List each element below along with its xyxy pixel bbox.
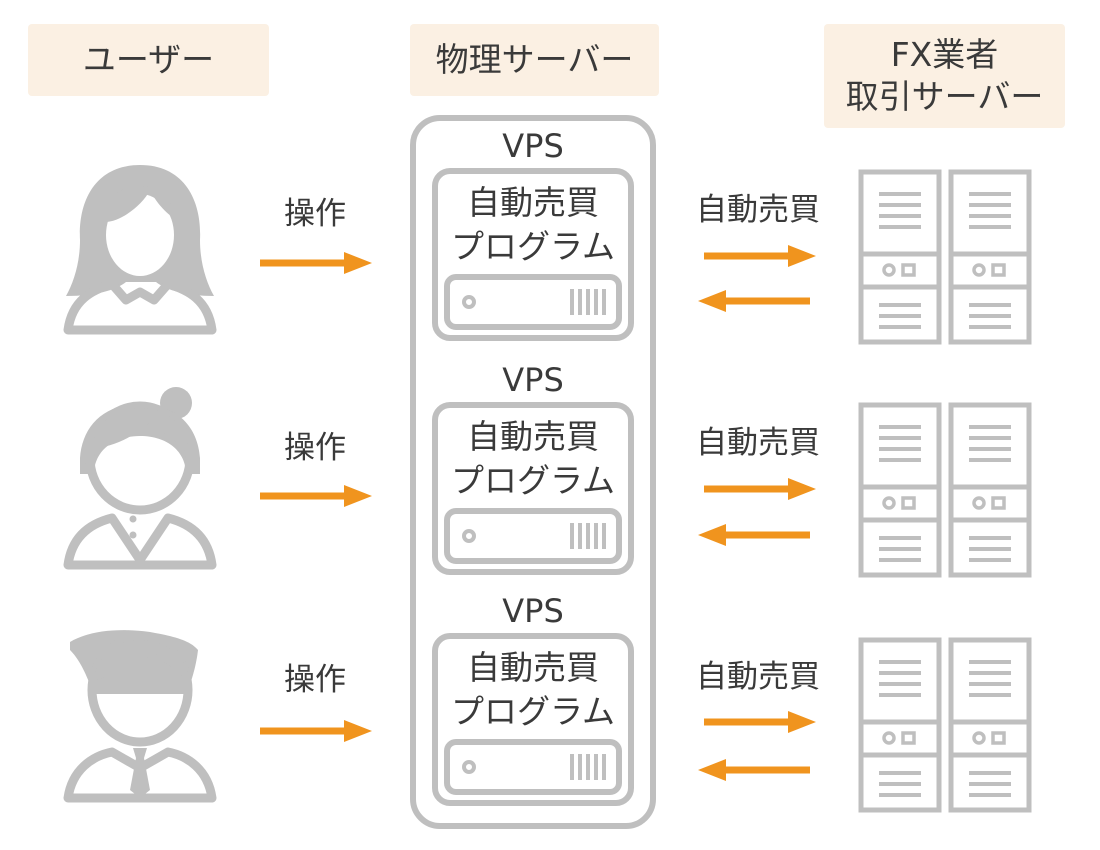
program-label-line1: 自動売買: [467, 417, 599, 456]
header-user: ユーザー: [28, 24, 269, 96]
vps-box: [432, 168, 634, 341]
program-label-line1: 自動売買: [467, 183, 599, 222]
arrow-left-icon: [698, 524, 810, 546]
program-label-line2: プログラム: [450, 227, 615, 266]
program-label-line2: プログラム: [450, 692, 615, 731]
arrow-right-icon: [260, 485, 372, 507]
header-physical-server-label: 物理サーバー: [435, 40, 634, 79]
server-unit-icon: [447, 511, 619, 561]
header-fx-server-line1: FX業者: [890, 35, 999, 74]
physical-server-box: [410, 115, 656, 829]
arrow-right-icon: [704, 245, 816, 267]
program-label-line1: 自動売買: [467, 648, 599, 687]
arrow-left-icon: [698, 759, 810, 781]
header-fx-server-line2: 取引サーバー: [845, 77, 1044, 116]
arrow-right-icon: [260, 252, 372, 274]
operation-label: 操作: [284, 662, 346, 698]
trade-label: 自動売買: [696, 192, 820, 228]
vps-label: VPS: [502, 127, 564, 165]
header-physical-server: 物理サーバー: [410, 24, 659, 96]
header-user-label: ユーザー: [82, 40, 215, 79]
server-rack-icon: [861, 172, 1029, 342]
vps-label: VPS: [502, 592, 564, 630]
server-unit-icon: [447, 742, 619, 792]
server-unit-icon: [447, 277, 619, 327]
header-fx-server: FX業者 取引サーバー: [824, 24, 1065, 128]
program-label-line2: プログラム: [450, 461, 615, 500]
operation-label: 操作: [284, 430, 346, 466]
server-rack-icon: [861, 640, 1029, 810]
arrow-right-icon: [704, 711, 816, 733]
arrow-right-icon: [260, 720, 372, 742]
operation-label: 操作: [284, 196, 346, 232]
user-icon: [63, 165, 217, 335]
vps-label: VPS: [502, 361, 564, 399]
vps-box: [432, 402, 634, 575]
trade-label: 自動売買: [696, 659, 820, 695]
server-rack-icon: [861, 405, 1029, 575]
user-icon: [63, 387, 217, 570]
vps-box: [432, 633, 634, 806]
arrow-right-icon: [704, 478, 816, 500]
user-icon: [63, 630, 217, 803]
trade-label: 自動売買: [696, 425, 820, 461]
arrow-left-icon: [698, 290, 810, 312]
